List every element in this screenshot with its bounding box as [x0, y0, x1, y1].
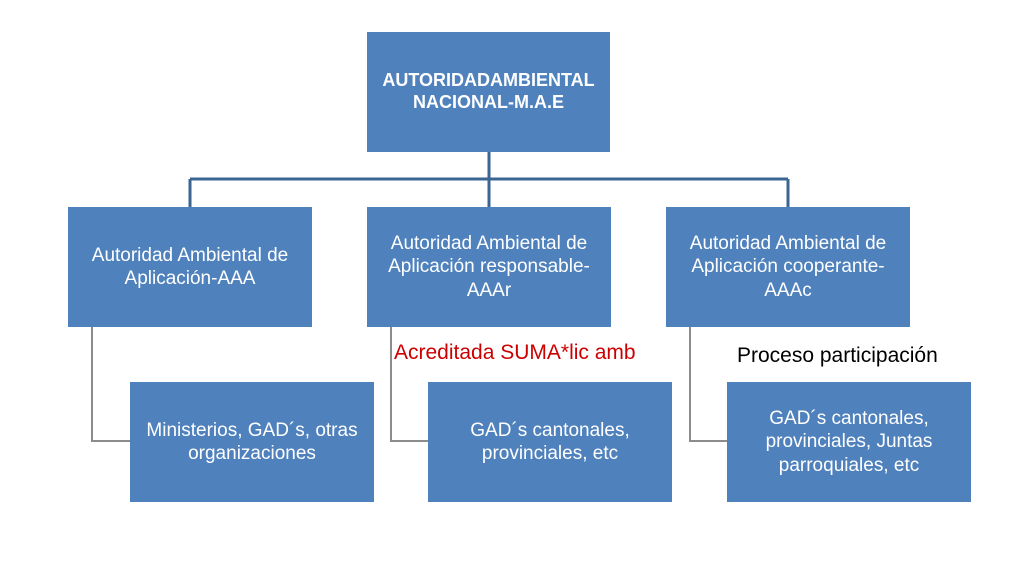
accreditation-note: Acreditada SUMA*lic amb	[394, 341, 636, 364]
level1-node-aaa: Autoridad Ambiental de Aplicación-AAA	[68, 207, 312, 327]
level2-node-ministerios: Ministerios, GAD´s, otras organizaciones	[130, 382, 374, 502]
level2-connector-3	[689, 327, 727, 442]
level2-node-label: Ministerios, GAD´s, otras organizaciones	[146, 419, 358, 464]
participation-note: Proceso participación	[737, 344, 938, 367]
level1-node-label: Autoridad Ambiental de Aplicación respon…	[388, 233, 590, 301]
level1-node-aaac: Autoridad Ambiental de Aplicación cooper…	[666, 207, 910, 327]
level2-node-label: GAD´s cantonales, provinciales, Juntas p…	[765, 408, 933, 476]
level2-connector-1	[91, 327, 130, 442]
level1-node-label: Autoridad Ambiental de Aplicación cooper…	[689, 233, 887, 301]
root-node: AUTORIDADAMBIENTAL NACIONAL-M.A.E	[367, 32, 610, 152]
root-title-line2: NACIONAL-M.A.E	[412, 92, 564, 112]
level1-node-aaar: Autoridad Ambiental de Aplicación respon…	[367, 207, 611, 327]
level2-node-label: GAD´s cantonales, provinciales, etc	[470, 419, 630, 464]
level2-node-gad-juntas: GAD´s cantonales, provinciales, Juntas p…	[727, 382, 971, 502]
level2-node-gad-cantonales: GAD´s cantonales, provinciales, etc	[428, 382, 672, 502]
level1-node-label: Autoridad Ambiental de Aplicación-AAA	[91, 244, 289, 289]
root-title-line1: AUTORIDADAMBIENTAL	[382, 70, 595, 91]
level2-connector-2	[390, 327, 428, 442]
